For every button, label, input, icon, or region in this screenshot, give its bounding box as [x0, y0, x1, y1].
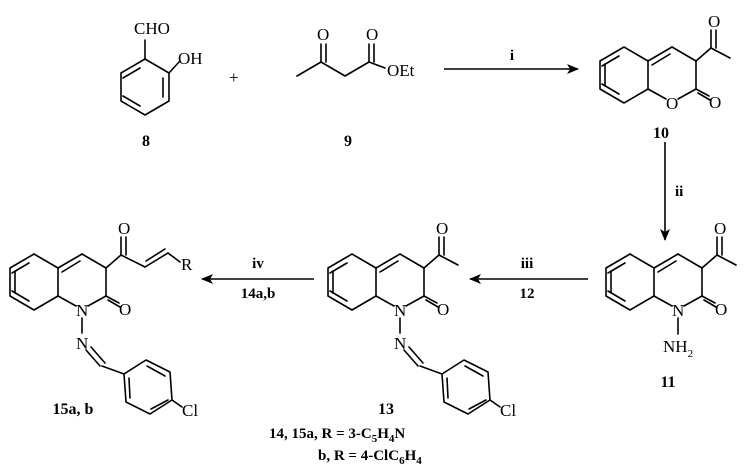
- compound-8-number: 8: [142, 133, 150, 150]
- compound-11-bonds: [605, 236, 737, 335]
- footnote-line-1-suffix: N: [394, 426, 405, 442]
- compound-10-number: 10: [653, 125, 669, 142]
- compound-15-r-group: R: [181, 255, 193, 274]
- step-ii-label: ii: [675, 184, 683, 200]
- compound-11-amino-subscript: 2: [688, 348, 694, 360]
- compound-13-carbonyl-oxygen: O: [437, 300, 449, 319]
- compound-11-carbonyl-oxygen: O: [715, 300, 727, 319]
- step-i-arrow: i: [444, 48, 579, 74]
- footnote-line-2: b, R = 4-ClC6H4: [318, 448, 422, 467]
- compound-15-carbonyl-oxygen: O: [119, 300, 131, 319]
- compound-9-ester-oxygen: O: [366, 25, 378, 44]
- compound-11-ring-nitrogen: N: [672, 301, 684, 320]
- compound-9-ketone-oxygen: O: [317, 25, 329, 44]
- compound-8-bonds: [120, 39, 180, 116]
- compound-10-acetyl-oxygen: O: [708, 12, 720, 31]
- compound-9-ethoxy-label: OEt: [387, 61, 415, 80]
- compound-11-amino-nh: NH: [663, 337, 688, 356]
- footnote: 14, 15a, R = 3-C5H4N b, R = 4-ClC6H4: [269, 426, 422, 467]
- footnote-line-2-prefix: b, R = 4-ClC: [318, 448, 399, 464]
- step-iv-reagent: 14a,b: [241, 286, 276, 302]
- compound-8: CHO OH 8: [120, 19, 203, 150]
- compound-15-number: 15a, b: [53, 401, 94, 418]
- compound-15-ketone-oxygen: O: [118, 219, 130, 238]
- compound-10-carbonyl-oxygen: O: [709, 93, 721, 112]
- footnote-line-2-mid: H: [405, 448, 417, 464]
- compound-13-chloro-label: Cl: [500, 401, 516, 420]
- footnote-line-1-mid: H: [377, 426, 389, 442]
- footnote-line-1-prefix: 14, 15a, R = 3-C: [269, 426, 372, 442]
- compound-13: O O N N Cl 13: [327, 219, 516, 420]
- compound-15-ring-nitrogen: N: [76, 301, 88, 320]
- step-i-label: i: [510, 48, 514, 64]
- compound-15-chloro-label: Cl: [182, 401, 198, 420]
- compound-9-number: 9: [344, 133, 352, 150]
- compound-8-aldehyde-label: CHO: [134, 19, 170, 38]
- compound-11-number: 11: [660, 374, 675, 391]
- step-iii-label: iii: [521, 256, 534, 272]
- step-iii-reagent: 12: [520, 286, 535, 302]
- compound-8-hydroxy-label: OH: [178, 49, 203, 68]
- step-iv-arrow: iv 14a,b: [201, 256, 314, 302]
- compound-9-bonds: [296, 43, 386, 77]
- compound-10-ring-oxygen: O: [666, 94, 678, 113]
- step-iv-label: iv: [252, 256, 264, 272]
- footnote-line-1-sub-2: 4: [389, 433, 395, 445]
- compound-11: O O N NH2 11: [605, 219, 737, 391]
- compound-15-bonds: [9, 236, 183, 415]
- compound-15: O R O N N Cl 15a, b: [9, 219, 198, 420]
- compound-13-bonds: [327, 236, 501, 415]
- compound-9: O O OEt 9: [296, 25, 415, 150]
- footnote-line-1: 14, 15a, R = 3-C5H4N: [269, 426, 405, 445]
- footnote-line-2-sub-2: 4: [416, 455, 422, 467]
- plus-sign: +: [229, 68, 239, 87]
- compound-15-imine-nitrogen: N: [76, 334, 88, 353]
- compound-11-amino-label: NH2: [663, 337, 693, 360]
- footnote-line-1-sub-1: 5: [372, 433, 378, 445]
- compound-10-bonds: [599, 29, 731, 104]
- compound-13-acetyl-oxygen: O: [436, 219, 448, 238]
- compound-10: O O O 10: [599, 12, 731, 142]
- compound-13-number: 13: [378, 401, 394, 418]
- step-ii-arrow: ii: [660, 142, 683, 241]
- compound-11-acetyl-oxygen: O: [714, 219, 726, 238]
- footnote-line-2-sub-1: 6: [399, 455, 405, 467]
- compound-13-ring-nitrogen: N: [394, 301, 406, 320]
- step-iii-arrow: iii 12: [469, 256, 588, 302]
- compound-13-imine-nitrogen: N: [394, 334, 406, 353]
